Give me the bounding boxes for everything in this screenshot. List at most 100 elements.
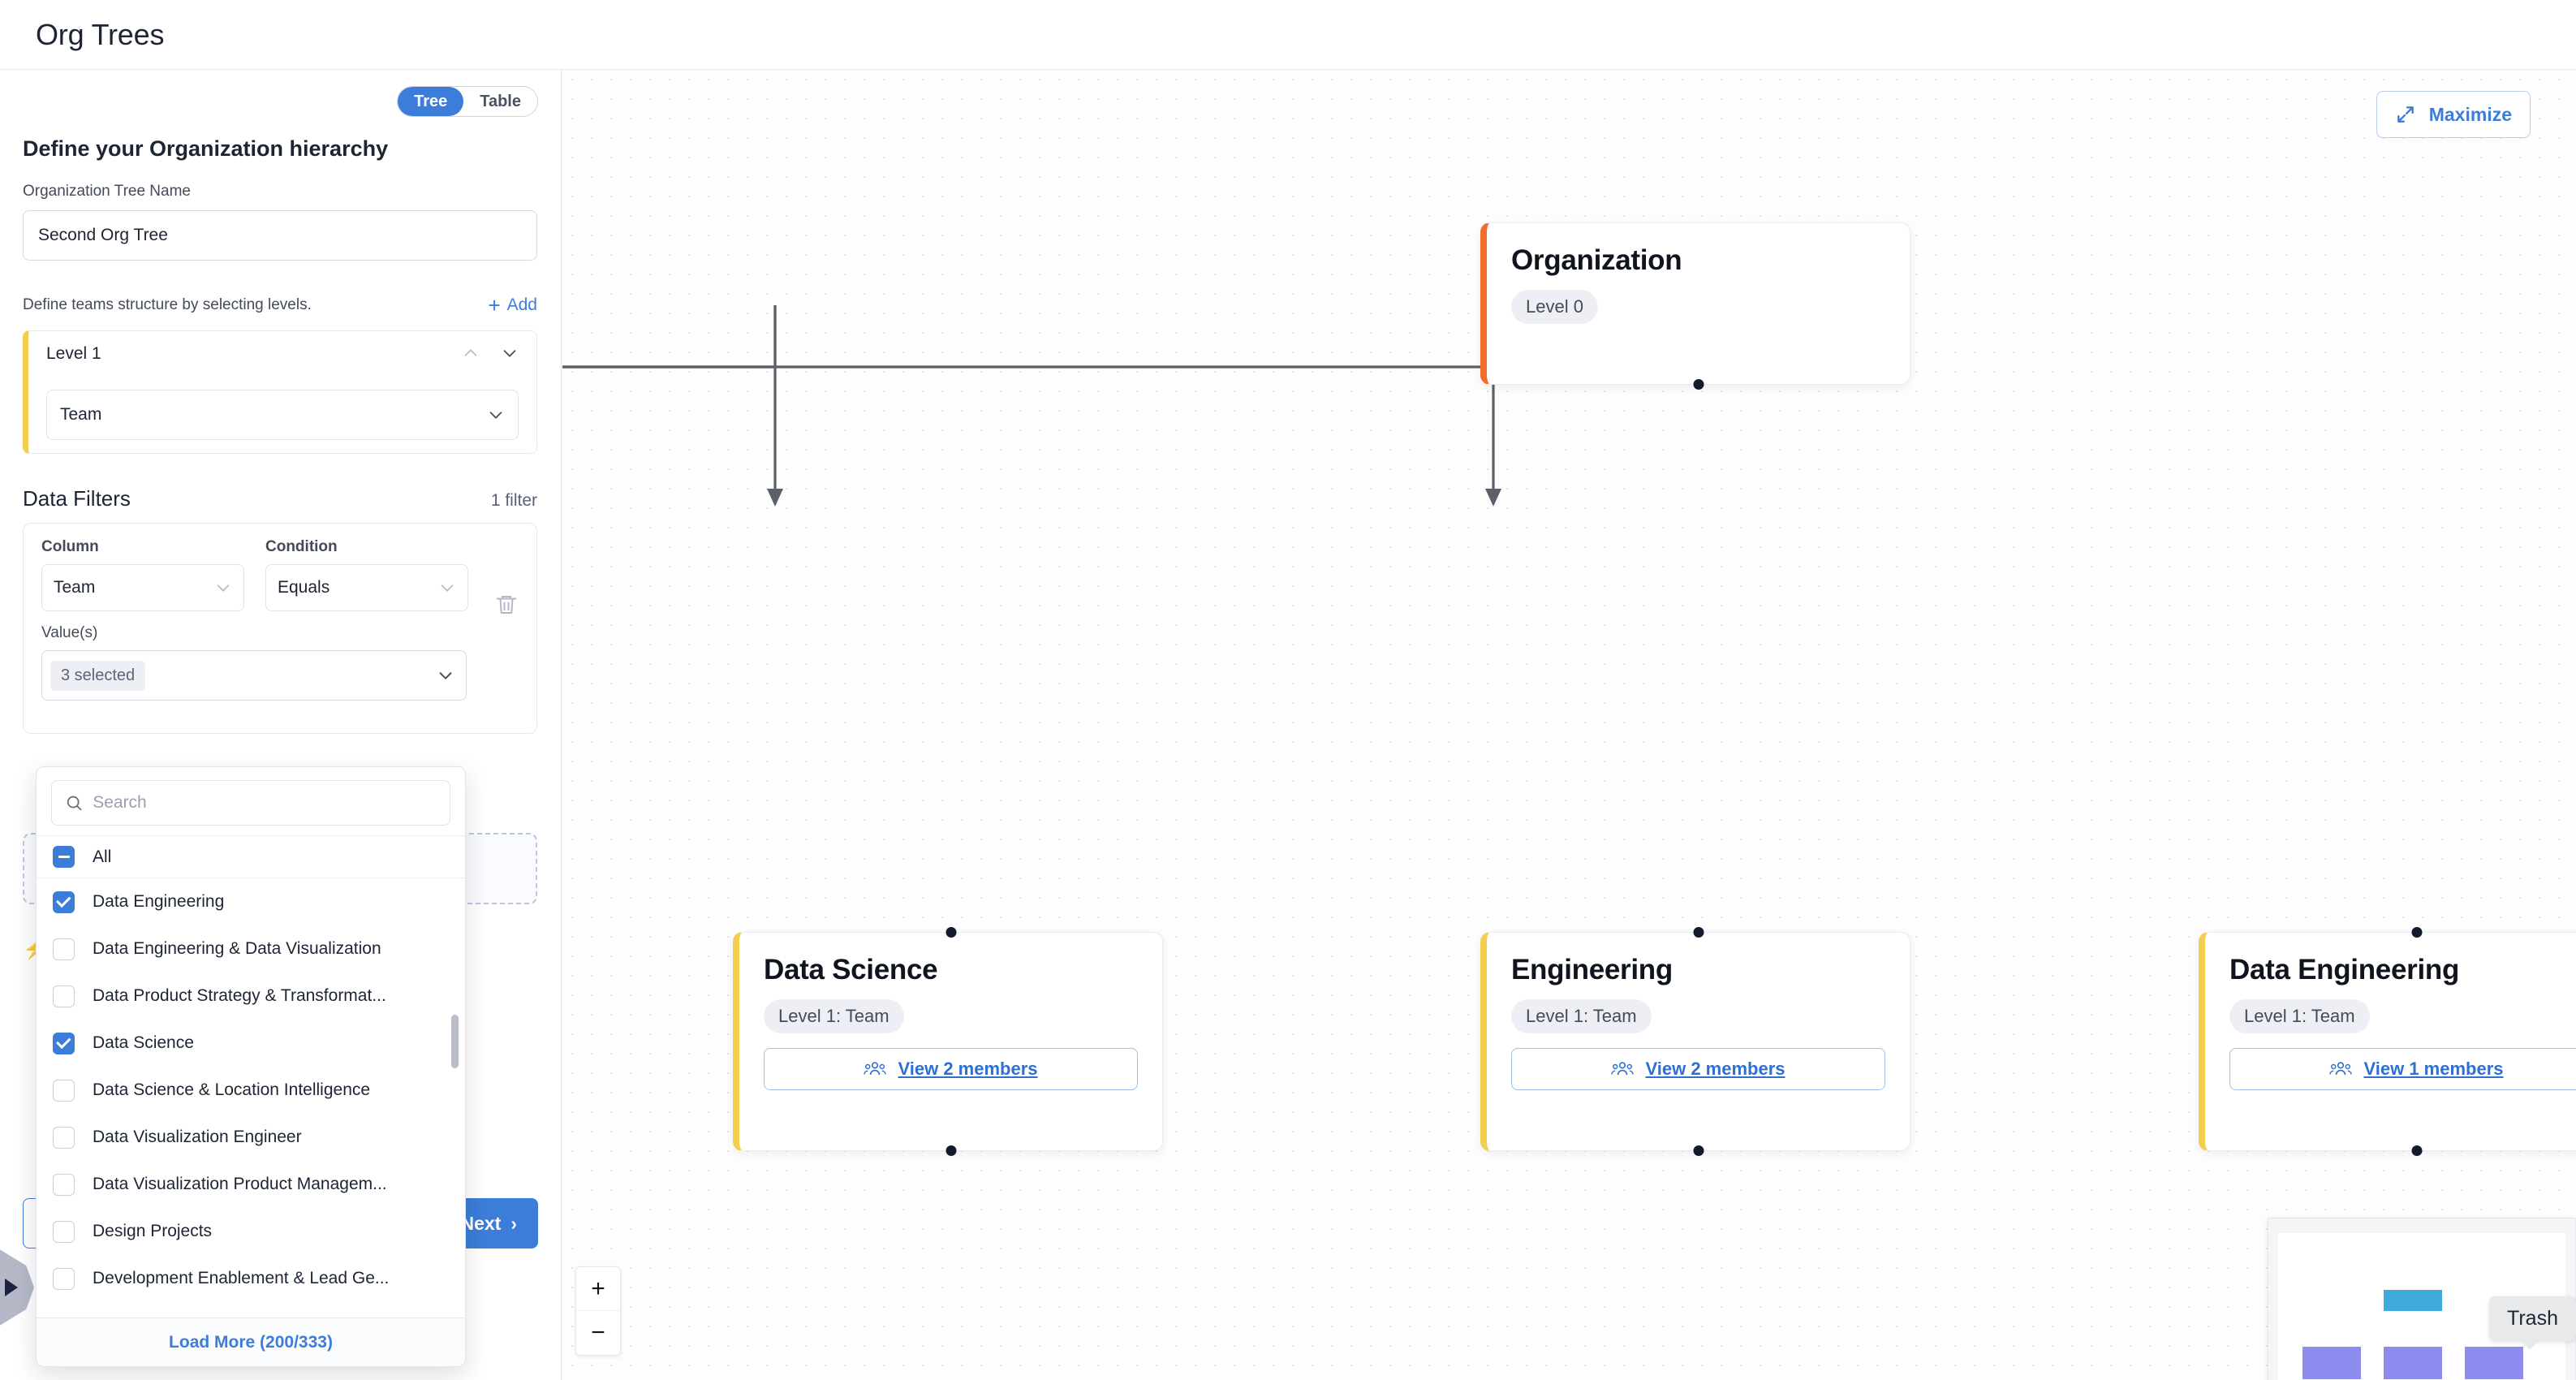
org-tree-canvas[interactable]: Maximize Organization Level 0 D [562, 70, 2576, 1380]
filter-column-group: Column Team [41, 538, 244, 611]
option-item[interactable]: Data Science [37, 1020, 465, 1067]
node-port-top [1693, 927, 1704, 938]
checkbox-unchecked-icon[interactable] [53, 1220, 75, 1243]
option-item[interactable]: Data Visualization Engineer [37, 1114, 465, 1161]
search-input[interactable] [93, 793, 437, 813]
checkbox-unchecked-icon[interactable] [53, 1314, 75, 1315]
add-level-label: Add [506, 295, 537, 314]
level-type-select[interactable]: Team [46, 390, 519, 440]
option-label: Data Visualization Product Managem... [93, 1175, 387, 1193]
option-item[interactable]: Data Visualization Product Managem... [37, 1161, 465, 1208]
search-box[interactable] [51, 780, 450, 826]
filter-count: 1 filter [490, 491, 537, 510]
option-label: Data Science [93, 1033, 194, 1052]
view-toggle[interactable]: Tree Table [397, 86, 538, 117]
option-item[interactable]: Development Enablement & Lead Ge... [37, 1255, 465, 1302]
top-header: Org Trees [0, 0, 2576, 70]
org-node-data-science[interactable]: Data Science Level 1: Team View 2 member… [733, 927, 1163, 1156]
node-title: Organization [1511, 244, 1682, 276]
zoom-in-button[interactable]: + [576, 1267, 620, 1311]
view-members-label: View 2 members [1645, 1059, 1786, 1079]
checkbox-unchecked-icon[interactable] [53, 1126, 75, 1149]
delete-filter-icon[interactable] [494, 592, 519, 618]
checkbox-unchecked-icon[interactable] [53, 1267, 75, 1290]
option-item[interactable]: Data Engineering & Data Visualization [37, 925, 465, 972]
node-title: Engineering [1511, 954, 1673, 985]
checkbox-unchecked-icon[interactable] [53, 1173, 75, 1196]
level-reorder-controls [462, 344, 519, 362]
column-label: Column [41, 538, 99, 555]
values-label: Value(s) [41, 624, 98, 641]
tab-tree[interactable]: Tree [398, 87, 464, 116]
minimap[interactable] [2268, 1218, 2576, 1380]
popup-search-wrap [37, 767, 465, 835]
org-node-engineering[interactable]: Engineering Level 1: Team View 2 members [1480, 927, 1910, 1156]
checkbox-unchecked-icon[interactable] [53, 938, 75, 960]
option-item[interactable]: Data Product Strategy & Transformat... [37, 972, 465, 1020]
levels-hint: Define teams structure by selecting leve… [23, 296, 312, 313]
view-members-label: View 2 members [898, 1059, 1038, 1079]
chevron-up-icon[interactable] [462, 344, 480, 362]
tab-table[interactable]: Table [463, 87, 537, 116]
node-port-bottom [946, 1145, 956, 1156]
checkbox-checked-icon[interactable] [53, 1032, 75, 1054]
option-all[interactable]: All [37, 835, 465, 878]
view-toggle-row: Tree Table [23, 70, 538, 117]
filter-column-select[interactable]: Team [41, 564, 244, 611]
levels-header: Define teams structure by selecting leve… [23, 295, 537, 316]
filter-values-select[interactable]: 3 selected [41, 650, 467, 701]
node-level-badge: Level 0 [1511, 290, 1598, 324]
data-filters-title: Data Filters [23, 486, 131, 511]
trash-tooltip: Trash [2489, 1296, 2576, 1350]
chevron-right-icon: › [510, 1212, 517, 1234]
minimap-node-child [2302, 1347, 2361, 1379]
level-type-value: Team [60, 405, 102, 424]
node-port-bottom [1693, 379, 1704, 390]
load-more-button[interactable]: Load More (200/333) [37, 1317, 465, 1366]
checkbox-unchecked-icon[interactable] [53, 985, 75, 1007]
org-node-root[interactable]: Organization Level 0 [1480, 222, 1910, 390]
option-list-scrollbar[interactable] [451, 1015, 459, 1068]
checkbox-checked-icon[interactable] [53, 891, 75, 913]
maximize-label: Maximize [2428, 103, 2512, 125]
option-label: Data Engineering [93, 892, 225, 911]
add-level-button[interactable]: + Add [488, 295, 537, 316]
option-item[interactable]: Data Engineering [37, 878, 465, 925]
maximize-button[interactable]: Maximize [2376, 91, 2531, 138]
option-item[interactable]: Design Projects [37, 1208, 465, 1255]
search-icon [67, 796, 82, 811]
zoom-out-button[interactable]: − [576, 1311, 620, 1355]
option-label: Design Projects [93, 1222, 213, 1240]
node-title: Data Engineering [2229, 954, 2460, 985]
view-members-button[interactable]: View 1 members [2229, 1048, 2576, 1090]
page-title: Org Trees [36, 17, 165, 51]
option-item[interactable]: Data Science & Location Intelligence [37, 1067, 465, 1114]
view-members-button[interactable]: View 2 members [1511, 1048, 1885, 1090]
node-level-badge: Level 1: Team [2229, 999, 2370, 1033]
option-label: Data Science & Location Intelligence [93, 1080, 371, 1099]
option-item[interactable]: Development & Portfolio Strat... [37, 1302, 465, 1315]
filter-condition-select[interactable]: Equals [265, 564, 468, 611]
filter-condition-value: Equals [278, 578, 330, 597]
panel-heading: Define your Organization hierarchy [23, 136, 389, 161]
checkbox-unchecked-icon[interactable] [53, 1079, 75, 1102]
checkbox-indeterminate-icon[interactable] [53, 846, 75, 868]
option-label: Data Visualization Engineer [93, 1128, 302, 1146]
triangle-right-icon [5, 1279, 18, 1296]
node-port-top [946, 927, 956, 938]
plus-icon: + [488, 293, 501, 317]
members-icon [2329, 1062, 2353, 1076]
tree-name-input[interactable] [23, 210, 537, 261]
view-members-button[interactable]: View 2 members [764, 1048, 1138, 1090]
org-node-data-engineering[interactable]: Data Engineering Level 1: Team View 1 me… [2199, 927, 2576, 1156]
minimap-node-child [2384, 1347, 2442, 1379]
data-filters-header: Data Filters 1 filter [23, 486, 537, 511]
minimap-viewport [2278, 1233, 2565, 1380]
chevron-down-icon[interactable] [501, 344, 519, 362]
filter-values-group: Value(s) 3 selected [41, 624, 519, 701]
chevron-down-icon [439, 672, 452, 679]
option-label: Data Product Strategy & Transformat... [93, 986, 386, 1005]
